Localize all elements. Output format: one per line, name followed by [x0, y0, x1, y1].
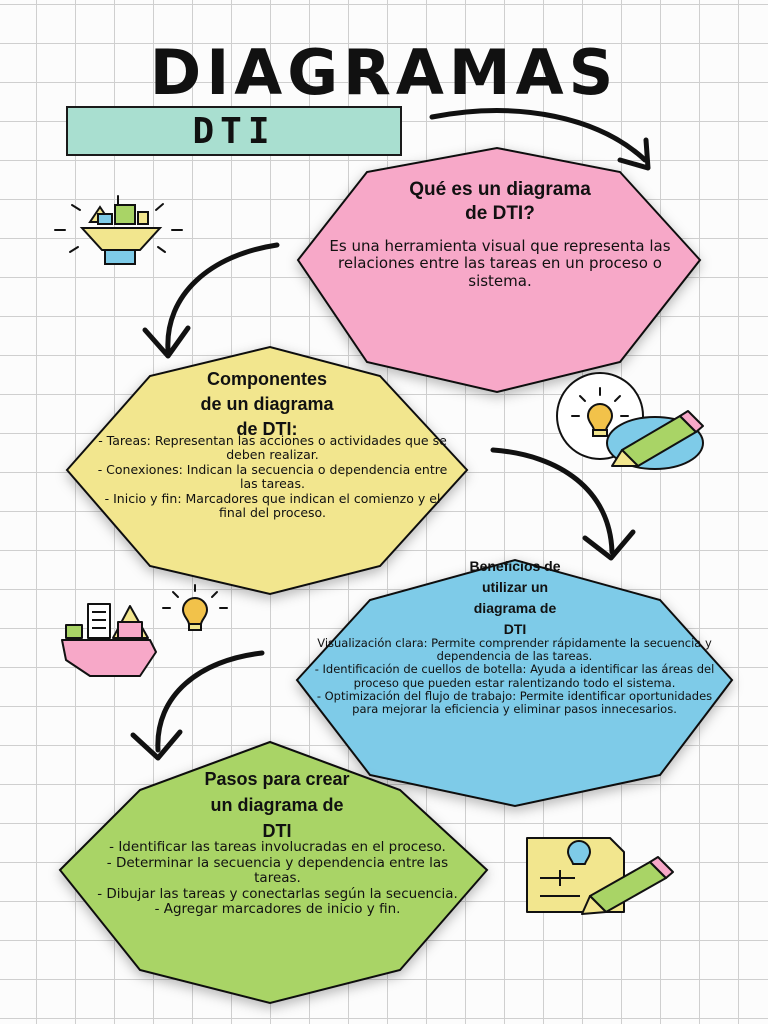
section-2-title-line: Componentes [206, 369, 327, 389]
section-3-title-line: DTI [503, 621, 527, 637]
section-4-title-line: Pasos para crear [204, 769, 350, 789]
section-1-title-line: de DTI? [465, 202, 535, 224]
section-4-text: - Identificar las tareas involucradas en… [109, 839, 446, 855]
hexagon-section-1 [296, 146, 702, 394]
section-3-title-line: utilizar un [481, 579, 549, 595]
arrow-4 [130, 650, 265, 761]
arrow-1 [429, 108, 651, 171]
section-1-title-line: Qué es un diagrama [409, 179, 591, 200]
section-3-title: Beneficios de utilizar un diagrama de DT… [420, 556, 610, 640]
arrow-3 [490, 447, 636, 561]
page-title: DIAGRAMAS [149, 36, 619, 109]
arrow-2 [142, 242, 280, 359]
buildings-hand-icon [61, 603, 157, 677]
section-3-text: - Identificación de cuellos de botella: … [314, 662, 715, 690]
section-1-text: Es una herramienta visual que representa… [329, 237, 671, 290]
section-4-title: Pasos para crear un diagrama de DTI [147, 766, 407, 844]
subtitle-box: DTI [66, 106, 402, 156]
idea-hand-icon [54, 195, 183, 265]
section-4-text: - Dibujar las tareas y conectarlas según… [97, 885, 458, 902]
section-3-title-line: Beneficios de [469, 558, 561, 574]
section-4-title-line: DTI [262, 821, 292, 842]
section-2-body: - Tareas: Representan las acciones o act… [95, 433, 450, 520]
idea-document-pencil-icon [526, 837, 674, 915]
section-2-title-line: de DTI: [236, 419, 298, 440]
hexagon-section-4 [58, 740, 489, 1005]
hexagon-section-2 [65, 345, 469, 596]
section-2-text: - Conexiones: Indican la secuencia o dep… [97, 461, 448, 492]
subtitle: DTI [192, 110, 276, 152]
section-2-text: - Inicio y fin: Marcadores que indican e… [104, 490, 441, 520]
section-4-text: - Determinar la secuencia y dependencia … [106, 854, 449, 887]
section-3-title-line: diagrama de [473, 600, 557, 616]
section-1-body: Es una herramienta visual que representa… [315, 237, 685, 290]
section-2-title-line: de un diagrama [200, 394, 334, 415]
section-2-text: - Tareas: Representan las acciones o act… [98, 433, 447, 463]
pencil-icon [606, 410, 704, 470]
section-1-title: Qué es un diagrama de DTI? [330, 178, 670, 226]
section-4-text: - Agregar marcadores de inicio y fin. [154, 901, 401, 918]
section-3-body: Visualización clara: Permite comprender … [312, 636, 717, 717]
section-3-text: Visualización clara: Permite comprender … [317, 636, 712, 664]
lightbulb-icon-2 [162, 584, 228, 631]
section-4-body: - Identificar las tareas involucradas en… [95, 839, 460, 918]
section-4-title-line: un diagrama de [210, 795, 344, 816]
hexagon-section-3 [295, 558, 734, 808]
section-3-text: - Optimización del flujo de trabajo: Per… [316, 688, 713, 717]
section-2-title: Componentes de un diagrama de DTI: [147, 367, 387, 443]
